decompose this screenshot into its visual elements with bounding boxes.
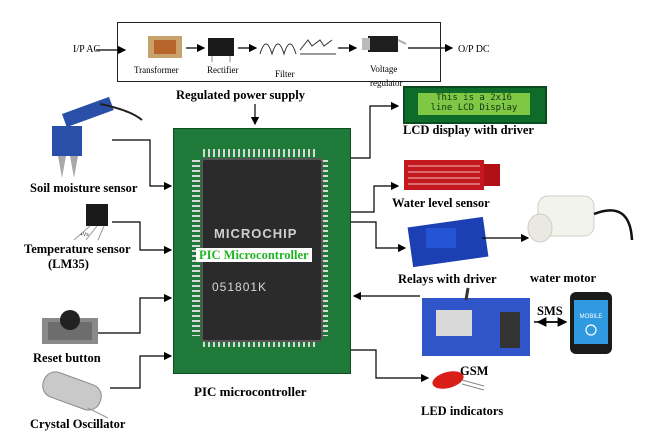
temp-sensor-label: Temperature sensor xyxy=(24,242,131,256)
filter-waveform-icon xyxy=(259,39,336,56)
rectifier-label: Rectifier xyxy=(207,65,239,75)
svg-text:+Vs: +Vs xyxy=(80,232,89,238)
lcd-line-2: line LCD Display xyxy=(430,103,518,113)
gsm-module-icon xyxy=(422,287,530,356)
chip-pins-right xyxy=(320,160,328,336)
reset-button-icon xyxy=(42,310,98,344)
lcd-line-1: This is a 2x16 xyxy=(436,93,512,103)
temp-sensor-model: (LM35) xyxy=(48,257,89,271)
relays-label: Relays with driver xyxy=(398,272,497,286)
led-label: LED indicators xyxy=(421,404,504,418)
lcd-label: LCD display with driver xyxy=(403,123,534,137)
soil-sensor-icon xyxy=(52,96,143,178)
voltage-regulator-icon xyxy=(362,36,407,52)
power-supply-flow xyxy=(96,43,454,55)
water-level-sensor-icon xyxy=(404,160,500,190)
water-level-label: Water level sensor xyxy=(392,196,490,210)
chip-pins-top xyxy=(203,149,317,157)
chip-code: 051801K xyxy=(212,280,268,294)
input-ac-label: I/P AC xyxy=(73,44,101,55)
mcu-caption: PIC microcontroller xyxy=(194,384,307,399)
transformer-icon xyxy=(148,36,182,58)
mobile-screen-text: MOBILE xyxy=(580,314,603,320)
mobile-phone-icon: MOBILE xyxy=(570,292,612,354)
mcu-overlay-label: PIC Microcontroller xyxy=(196,248,312,262)
crystal-label: Crystal Oscillator xyxy=(30,417,126,431)
relay-module-icon xyxy=(407,216,489,268)
input-connectors xyxy=(98,139,173,389)
rectifier-icon xyxy=(208,38,234,62)
transformer-label: Transformer xyxy=(134,65,179,75)
lcd-module: This is a 2x16 line LCD Display xyxy=(403,86,547,124)
water-motor-icon xyxy=(527,195,634,243)
crystal-oscillator-icon xyxy=(42,371,109,419)
led-icon xyxy=(432,371,485,391)
water-motor-label: water motor xyxy=(530,271,597,285)
sms-label: SMS xyxy=(537,304,563,318)
output-connectors xyxy=(351,101,530,383)
voltage-regulator-label: Voltage regulator xyxy=(370,64,403,88)
output-dc-label: O/P DC xyxy=(458,44,490,55)
chip-brand: MICROCHIP xyxy=(214,226,298,241)
reset-button-label: Reset button xyxy=(33,351,101,365)
power-supply-caption: Regulated power supply xyxy=(176,88,305,102)
soil-sensor-label: Soil moisture sensor xyxy=(30,181,138,195)
filter-label: Filter xyxy=(275,69,295,79)
lcd-screen: This is a 2x16 line LCD Display xyxy=(418,93,530,115)
temperature-sensor-icon: +Vs xyxy=(73,204,108,241)
chip-pins-bottom xyxy=(203,339,317,347)
gsm-label: GSM xyxy=(460,364,489,378)
